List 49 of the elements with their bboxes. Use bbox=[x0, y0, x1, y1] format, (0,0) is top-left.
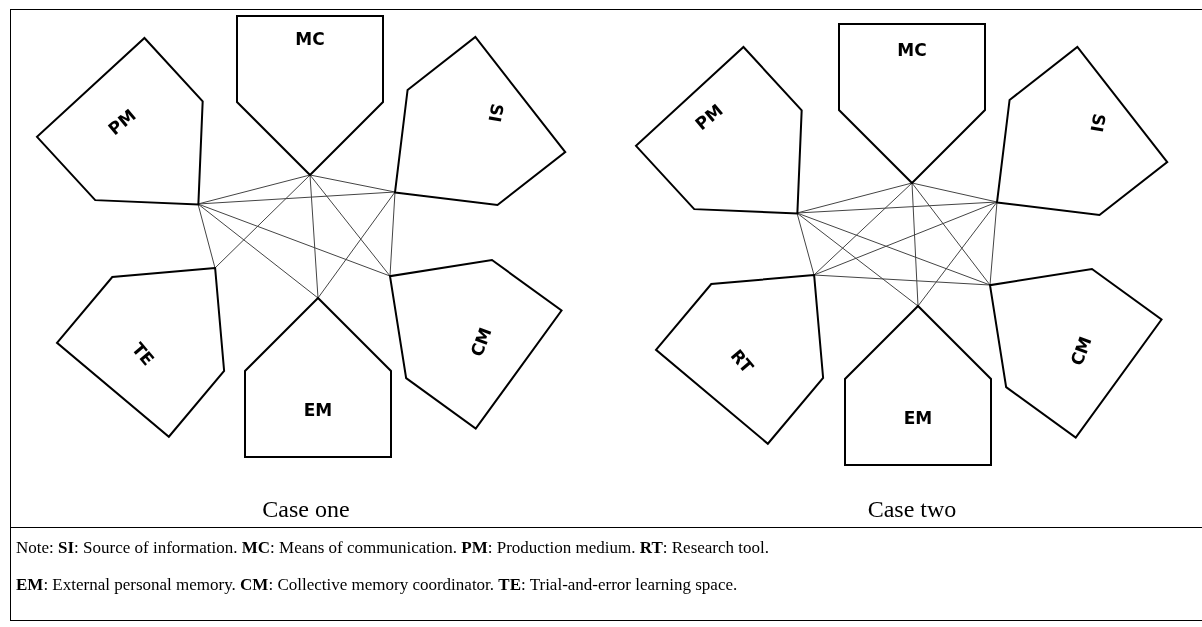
connector-line bbox=[197, 203, 319, 299]
pentagon-node bbox=[990, 268, 1162, 438]
pentagon-node bbox=[56, 268, 224, 437]
connector-line bbox=[796, 212, 919, 307]
pentagon-node bbox=[390, 259, 562, 429]
connector-line bbox=[796, 212, 991, 286]
connector-line bbox=[309, 174, 319, 299]
connector-line bbox=[389, 191, 396, 277]
pentagon-node bbox=[395, 36, 566, 205]
node-label: PM bbox=[104, 104, 140, 139]
node-label: MC bbox=[295, 29, 325, 49]
connector-line bbox=[911, 182, 991, 286]
connector-line bbox=[197, 203, 391, 277]
pentagon-node bbox=[36, 37, 203, 204]
node-label: EM bbox=[303, 400, 333, 420]
node-label: SI bbox=[484, 102, 508, 125]
caption: Case two bbox=[867, 496, 957, 523]
connector-line bbox=[911, 182, 998, 203]
node-label: TE bbox=[127, 338, 159, 370]
node-label: PM bbox=[691, 100, 727, 135]
pentagon-node bbox=[245, 298, 391, 457]
connector-line bbox=[214, 174, 311, 269]
note-text: Note: SI: Source of information. MC: Means of communication. PM: Production medium. RT: Research tool. bbox=[16, 538, 769, 558]
connector-line bbox=[317, 191, 396, 299]
connector-line bbox=[989, 201, 998, 286]
connector-line bbox=[813, 201, 998, 276]
connector-line bbox=[813, 182, 913, 276]
node-label: RT bbox=[726, 345, 758, 377]
connector-line bbox=[911, 182, 919, 307]
connector-line bbox=[917, 201, 998, 307]
node-label: MC bbox=[897, 40, 927, 60]
pentagon-node bbox=[655, 275, 823, 444]
connector-line bbox=[197, 203, 216, 269]
connector-line bbox=[813, 274, 991, 286]
node-label: SI bbox=[1086, 112, 1110, 135]
pentagon-node bbox=[845, 306, 991, 465]
connector-line bbox=[197, 191, 396, 205]
connector-line bbox=[309, 174, 391, 277]
connector-line bbox=[309, 174, 396, 193]
pentagon-node bbox=[237, 16, 383, 175]
node-label: CM bbox=[466, 324, 496, 360]
pentagon-node bbox=[839, 24, 985, 183]
node-label: CM bbox=[1066, 333, 1096, 369]
pentagon-node bbox=[997, 46, 1168, 215]
caption: Case one bbox=[262, 496, 350, 523]
note-text: EM: External personal memory. CM: Collective memory coordinator. TE: Trial-and-error learning space. bbox=[16, 575, 738, 595]
node-label: EM bbox=[903, 408, 933, 428]
connector-line bbox=[796, 212, 815, 276]
pentagon-node bbox=[635, 46, 802, 213]
